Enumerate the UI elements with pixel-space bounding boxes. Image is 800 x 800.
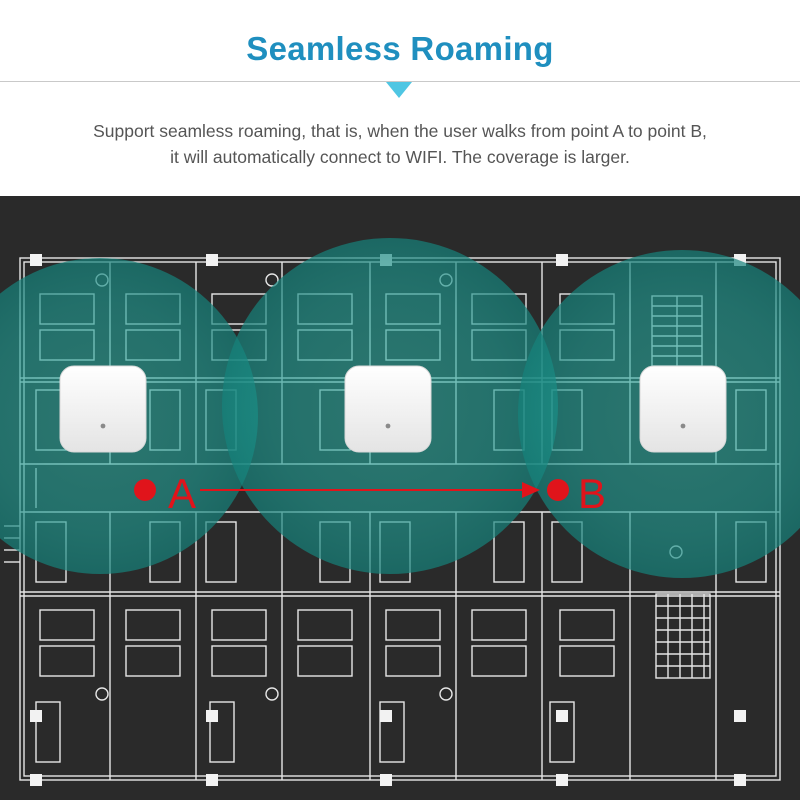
point-a-marker xyxy=(134,479,156,501)
title-divider xyxy=(0,81,800,82)
page-subtitle: Support seamless roaming, that is, when … xyxy=(0,118,800,170)
header-section: Seamless Roaming Support seamless roamin… xyxy=(0,0,800,196)
access-point-center xyxy=(344,365,432,453)
subtitle-line-1: Support seamless roaming, that is, when … xyxy=(93,121,707,141)
route-arrow-head-icon xyxy=(522,482,540,498)
floor-plan-illustration: A B xyxy=(0,196,800,800)
floor-plan-svg: A B xyxy=(0,238,800,786)
point-b-marker xyxy=(547,479,569,501)
access-points xyxy=(59,365,727,453)
point-b-label: B xyxy=(578,470,606,517)
access-point-left xyxy=(59,365,147,453)
subtitle-line-2: it will automatically connect to WIFI. T… xyxy=(170,147,630,167)
point-a-label: A xyxy=(168,470,196,517)
page-title: Seamless Roaming xyxy=(246,30,554,67)
down-pointer-icon xyxy=(386,82,412,98)
access-point-right xyxy=(639,365,727,453)
roaming-route: A B xyxy=(134,470,606,517)
blueprint-columns xyxy=(30,254,746,786)
